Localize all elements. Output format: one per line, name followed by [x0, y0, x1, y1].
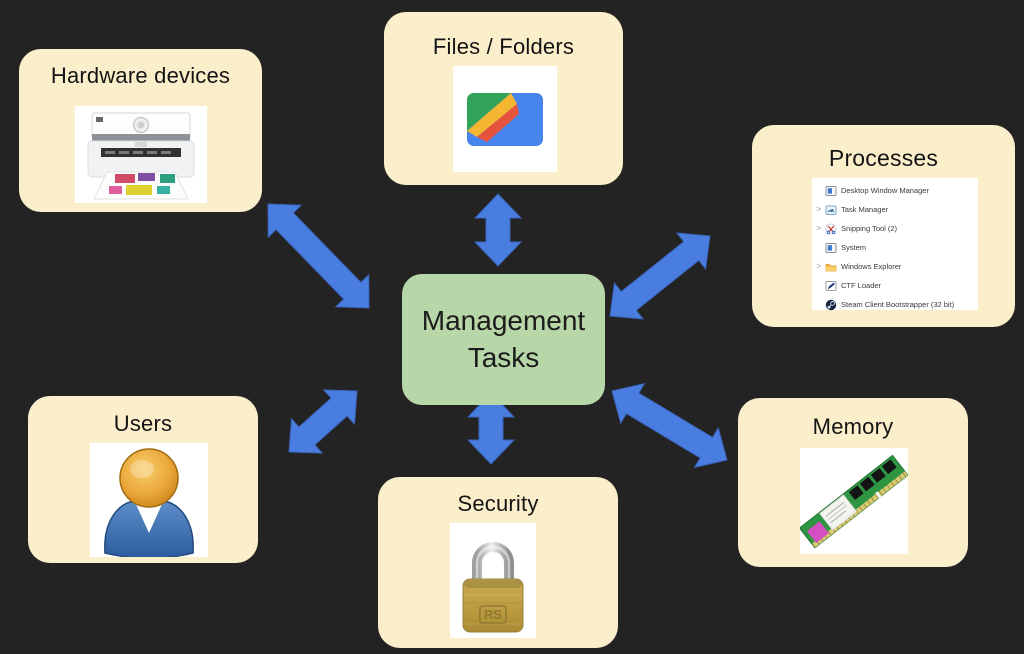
window-icon [825, 185, 837, 196]
node-title: Processes [828, 145, 939, 171]
process-row: Desktop Window Manager [816, 181, 978, 200]
padlock-image: RS [450, 523, 536, 638]
node-security: Security [378, 477, 618, 648]
node-files-folders: Files / Folders [384, 12, 623, 185]
steam-icon [825, 299, 837, 310]
arrow-center-to-hardware [267, 203, 370, 309]
snipping-tool-icon [825, 223, 837, 234]
process-name: Desktop Window Manager [841, 186, 929, 195]
process-name: Snipping Tool (2) [841, 224, 897, 233]
process-row: System [816, 238, 978, 257]
padlock-logo-text: RS [484, 607, 502, 622]
process-name: Windows Explorer [841, 262, 902, 271]
window-icon [825, 242, 837, 253]
process-name: System [841, 243, 867, 252]
arrow-center-to-files [473, 193, 523, 267]
node-processes: Processes Desktop Window Manager > Task … [752, 125, 1015, 327]
node-management-tasks: Management Tasks [402, 274, 605, 405]
node-memory: Memory [738, 398, 968, 567]
expand-chevron-icon[interactable]: > [816, 261, 822, 271]
process-row: > Snipping Tool (2) [816, 219, 978, 238]
arrow-center-to-users [288, 389, 358, 454]
process-name: Task Manager [841, 205, 889, 214]
arrow-center-to-memory [611, 382, 728, 469]
user-avatar-icon [104, 448, 194, 559]
expand-chevron-icon[interactable]: > [816, 223, 822, 233]
ram-module-icon [798, 454, 909, 549]
task-manager-icon [825, 205, 837, 215]
center-node-label: Management Tasks [421, 304, 586, 373]
printer-image [75, 106, 207, 203]
arrow-center-to-processes [609, 232, 711, 320]
expand-chevron-icon[interactable]: > [816, 204, 822, 214]
process-row: > Task Manager [816, 200, 978, 219]
node-title: Security [457, 491, 539, 516]
node-title: Memory [812, 414, 894, 439]
padlock-icon: RS [462, 542, 524, 633]
files-app-image [453, 66, 557, 172]
folder-icon [825, 263, 837, 271]
process-row: CTF Loader [816, 276, 978, 295]
ram-module-image [798, 448, 909, 554]
process-name: Steam Client Bootstrapper (32 bit) [841, 300, 955, 309]
files-folder-icon [467, 93, 543, 146]
process-list-panel: Desktop Window Manager > Task Manager > [812, 178, 978, 310]
process-row: Steam Client Bootstrapper (32 bit) [816, 295, 978, 314]
process-row: > Windows Explorer [816, 257, 978, 276]
node-title: Files / Folders [432, 34, 575, 59]
arrow-center-to-security [466, 392, 516, 465]
process-name: CTF Loader [841, 281, 882, 290]
user-avatar-image [90, 443, 208, 559]
node-title: Hardware devices [50, 63, 231, 88]
node-users: Users [28, 396, 258, 563]
node-title: Users [113, 411, 173, 436]
ctf-loader-icon [825, 280, 837, 291]
printer-illustration [87, 112, 195, 200]
node-hardware-devices: Hardware devices [19, 49, 262, 212]
